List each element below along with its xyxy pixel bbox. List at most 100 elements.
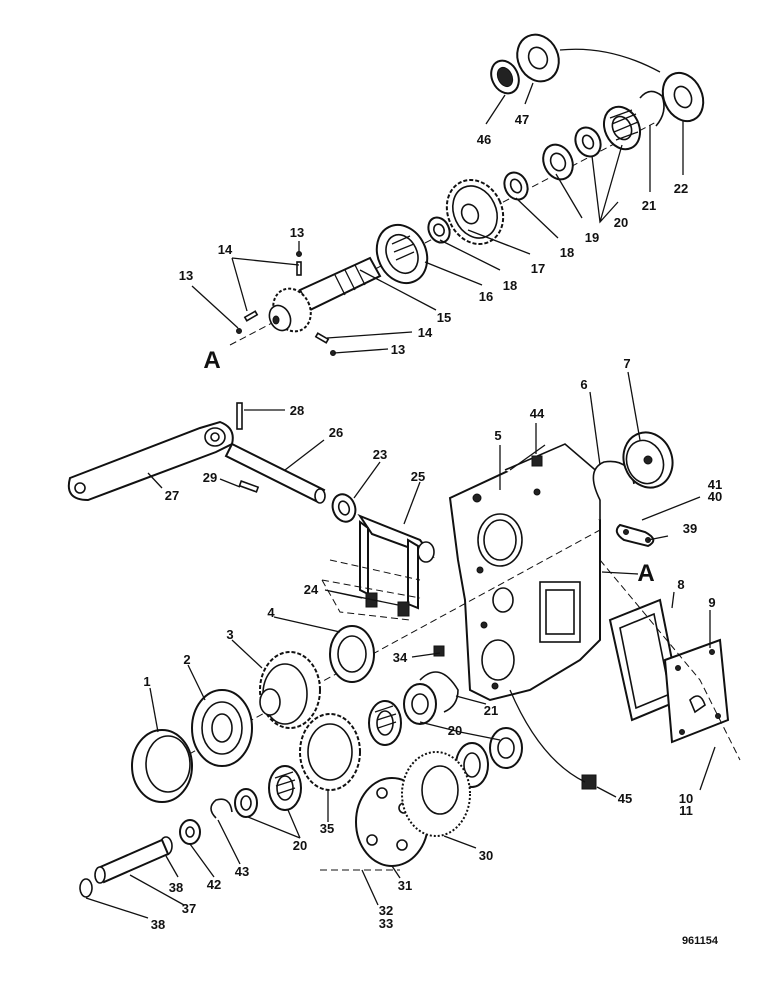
part-2-bearing <box>191 689 253 767</box>
callout-21: 21 <box>484 703 498 718</box>
callout-4: 4 <box>267 605 275 620</box>
part-45-drain-plug <box>581 774 597 790</box>
part-20-bearing-lower-4 <box>489 727 523 769</box>
callout-31: 31 <box>398 878 412 893</box>
callout-5: 5 <box>494 428 501 443</box>
part-47-washer <box>516 33 560 83</box>
callout-22: 22 <box>674 181 688 196</box>
callout-40: 40 <box>708 489 722 504</box>
part-13-ball-1 <box>296 251 302 257</box>
callout-7: 7 <box>623 356 630 371</box>
callout-2: 2 <box>183 652 190 667</box>
part-34-plug <box>433 645 445 657</box>
part-20-washer-lower <box>234 788 258 818</box>
part-3-gear <box>259 651 321 729</box>
part-23-washer <box>331 493 357 523</box>
callout-20: 20 <box>293 838 307 853</box>
part-7-cover-disc <box>622 431 674 489</box>
callout-13: 13 <box>179 268 193 283</box>
callout-17: 17 <box>531 261 545 276</box>
callout-29: 29 <box>203 470 217 485</box>
callout-46: 46 <box>477 132 491 147</box>
callout-1: 1 <box>143 674 150 689</box>
callout-43: 43 <box>235 864 249 879</box>
section-marker-a-right: A <box>637 560 654 587</box>
callout-16: 16 <box>479 289 493 304</box>
reference-code: 961154 <box>682 935 719 947</box>
part-9-cover-plate <box>663 638 730 744</box>
callout-34: 34 <box>393 650 408 665</box>
callout-30: 30 <box>479 848 493 863</box>
callout-14: 14 <box>218 242 233 257</box>
callout-25: 25 <box>411 469 425 484</box>
callout-18: 18 <box>503 278 517 293</box>
part-21-circlip-upper <box>639 90 665 127</box>
callout-11: 11 <box>679 803 693 818</box>
callout-32: 32 <box>379 903 393 918</box>
callout-10: 10 <box>679 791 693 806</box>
part-30-gasket <box>401 751 471 837</box>
part-18-bush-right <box>542 143 574 181</box>
part-46-seal <box>490 59 520 95</box>
section-marker-a-top: A <box>203 347 220 374</box>
part-21-circlip-lower <box>419 671 459 713</box>
callout-24: 24 <box>304 582 319 597</box>
part-20-bearing-lower-3 <box>268 765 302 811</box>
part-26-shaft <box>224 442 326 504</box>
part-27-lever <box>67 420 234 502</box>
part-37-shaft <box>94 838 170 884</box>
callout-27: 27 <box>165 488 179 503</box>
part-17-gear <box>445 178 505 246</box>
callout-6: 6 <box>580 377 587 392</box>
arrow-47-22 <box>559 48 661 73</box>
part-44-plug <box>531 455 543 467</box>
part-20-bearing-lower-1 <box>403 683 437 725</box>
callout-35: 35 <box>320 821 334 836</box>
callout-47: 47 <box>515 112 529 127</box>
callout-20: 20 <box>448 723 462 738</box>
part-19-washer <box>574 126 602 158</box>
callout-13: 13 <box>290 225 304 240</box>
callout-44: 44 <box>530 406 545 421</box>
part-29-pin <box>238 480 260 493</box>
part-18-bush-left <box>503 171 529 201</box>
callout-23: 23 <box>373 447 387 462</box>
callout-8: 8 <box>677 577 684 592</box>
part-42-washer <box>179 819 201 845</box>
part-20-bearing-upper <box>603 105 641 151</box>
callout-21: 21 <box>642 198 656 213</box>
part-24-pad-2 <box>397 601 410 617</box>
callout-15: 15 <box>437 310 451 325</box>
callout-45: 45 <box>618 791 632 806</box>
part-14-pin-2 <box>243 310 259 322</box>
part-25-selector-fork <box>357 513 435 610</box>
part-35-gear <box>299 713 361 791</box>
callout-37: 37 <box>182 901 196 916</box>
part-13-ball-2 <box>236 328 242 334</box>
part-4-bearing <box>329 625 375 683</box>
callout-41: 41 <box>708 477 722 492</box>
part-14-pin-3 <box>314 332 330 344</box>
part-16-bearing <box>375 223 429 285</box>
callout-9: 9 <box>708 595 715 610</box>
callout-19: 19 <box>585 230 599 245</box>
callout-13: 13 <box>391 342 405 357</box>
callout-3: 3 <box>226 627 233 642</box>
part-18-ring <box>427 216 451 244</box>
callout-18: 18 <box>560 245 574 260</box>
callout-14: 14 <box>418 325 433 340</box>
part-14-pin-1 <box>296 261 302 276</box>
part-43-circlip <box>210 798 233 819</box>
part-38-circlip-lower <box>79 878 93 898</box>
callout-28: 28 <box>290 403 304 418</box>
part-39-link <box>615 523 655 548</box>
callout-20: 20 <box>614 215 628 230</box>
part-20-bearing-lower-2 <box>368 700 402 746</box>
part-28-pin <box>236 402 243 430</box>
part-15-shaft <box>268 256 382 333</box>
callout-42: 42 <box>207 877 221 892</box>
callout-39: 39 <box>683 521 697 536</box>
part-5-housing <box>448 443 601 702</box>
part-1-bearing-cup <box>131 729 193 803</box>
